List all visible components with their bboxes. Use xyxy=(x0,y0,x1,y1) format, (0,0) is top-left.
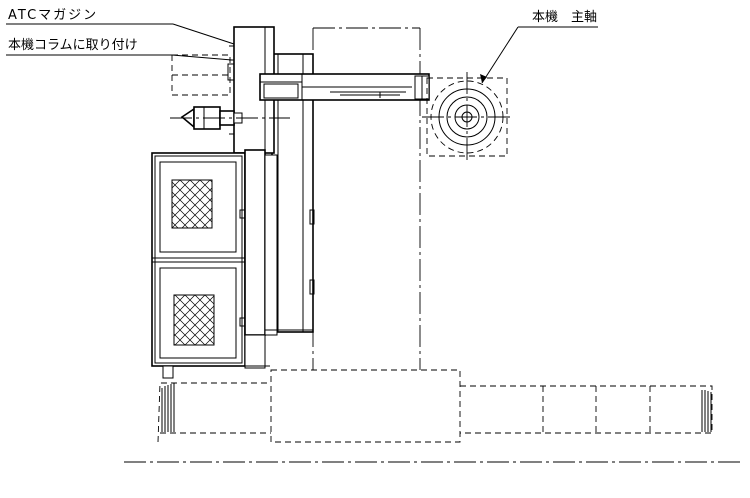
lower-vent-grille xyxy=(173,294,215,346)
atc-arm xyxy=(259,73,430,101)
svg-text:ATCマガジン: ATCマガジン xyxy=(8,8,98,23)
cabinet-support-frame xyxy=(160,149,313,379)
label-mount-on-column: 本機コラムに取り付け xyxy=(6,38,233,61)
base-right-step-lines xyxy=(701,390,712,432)
upper-vent-grille xyxy=(171,179,213,229)
svg-text:本機 主軸: 本機 主軸 xyxy=(532,10,597,25)
tool-holder xyxy=(170,106,290,130)
control-cabinet xyxy=(151,152,246,367)
main-spindle xyxy=(422,72,512,162)
base-left-step-lines xyxy=(161,383,175,432)
machine-base xyxy=(157,369,713,443)
svg-text:本機コラムに取り付け: 本機コラムに取り付け xyxy=(8,38,138,53)
magazine-tool-pot xyxy=(171,54,235,96)
label-main-spindle: 本機 主軸 xyxy=(480,10,598,84)
label-atc-magazine: ATCマガジン xyxy=(6,8,235,45)
